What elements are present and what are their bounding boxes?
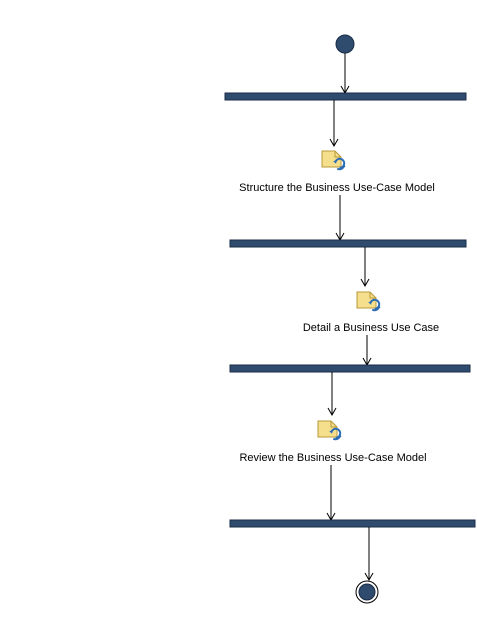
flow-arrow[interactable]: [360, 247, 370, 288]
flow-arrow[interactable]: [326, 465, 336, 522]
fork-bar[interactable]: [229, 364, 471, 373]
flow-arrow[interactable]: [327, 372, 337, 417]
flow-arrow[interactable]: [329, 100, 339, 148]
activity-label: Detail a Business Use Case: [303, 322, 439, 334]
activity-node[interactable]: Structure the Business Use-Case Model: [239, 150, 435, 194]
task-activity-icon: [321, 150, 347, 171]
task-activity-icon: [317, 420, 343, 441]
final-node[interactable]: [355, 580, 379, 604]
initial-node[interactable]: [335, 34, 355, 54]
flow-arrow[interactable]: [362, 335, 372, 367]
fork-bar[interactable]: [224, 92, 467, 101]
join-bar[interactable]: [229, 519, 476, 528]
activity-node[interactable]: Review the Business Use-Case Model: [239, 420, 427, 464]
task-activity-icon: [356, 291, 382, 312]
activity-label: Review the Business Use-Case Model: [239, 452, 426, 464]
fork-bar[interactable]: [229, 239, 467, 248]
flow-arrow[interactable]: [335, 195, 345, 242]
flow-arrow[interactable]: [364, 527, 374, 582]
activity-node[interactable]: Detail a Business Use Case: [303, 291, 439, 334]
flow-arrow[interactable]: [340, 53, 350, 95]
activity-label: Structure the Business Use-Case Model: [239, 182, 435, 194]
